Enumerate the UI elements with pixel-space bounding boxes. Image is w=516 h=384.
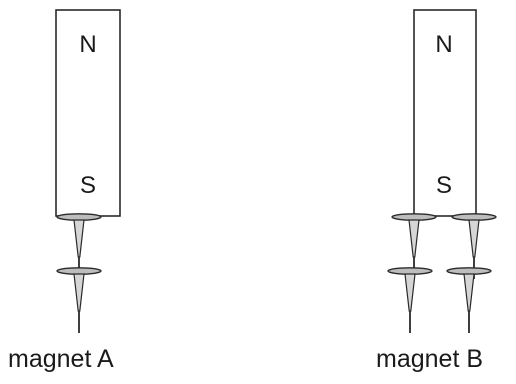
magnet-a-caption: magnet A xyxy=(8,345,114,373)
magnet-b-south-label: S xyxy=(436,172,452,199)
magnet-b-north-label: N xyxy=(435,31,452,58)
magnet-b-caption: magnet B xyxy=(376,345,484,373)
magnet-a-north-label: N xyxy=(79,31,96,58)
magnet-b-tack-right-2 xyxy=(446,266,492,334)
magnet-a-south-label: S xyxy=(80,172,96,199)
magnet-b: N S xyxy=(387,9,497,334)
magnet-a-body xyxy=(55,9,121,217)
magnet-a: N S xyxy=(55,9,121,334)
magnet-b-tack-left-2 xyxy=(387,266,433,334)
magnet-a-tack-2 xyxy=(56,266,102,334)
magnet-b-body xyxy=(413,9,477,217)
